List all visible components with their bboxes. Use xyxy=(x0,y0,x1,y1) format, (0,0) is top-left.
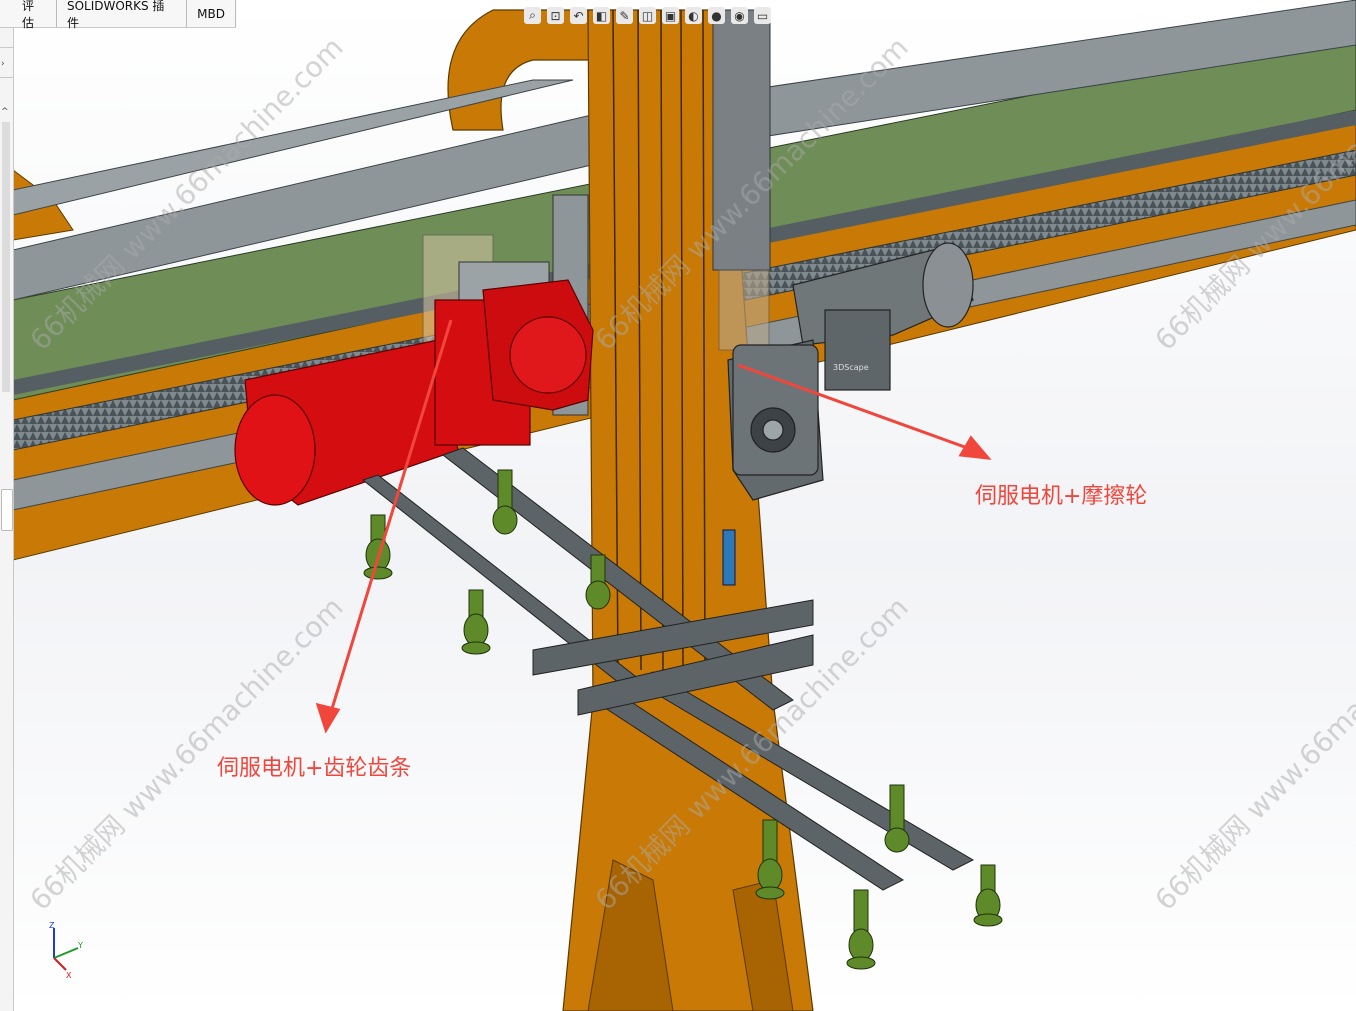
panel-scrollbar[interactable] xyxy=(2,122,10,392)
view-settings-icon[interactable]: ▭ xyxy=(754,7,771,24)
triad-x-label: X xyxy=(66,971,72,978)
apply-scene-icon[interactable]: ◉ xyxy=(731,7,748,24)
column-profile-lines xyxy=(612,9,706,671)
annotation-friction-wheel: 伺服电机+摩擦轮 xyxy=(975,484,1148,509)
triad-y-label: Y xyxy=(77,941,83,950)
carriage-plate xyxy=(712,9,771,271)
panel-divider xyxy=(0,47,13,48)
panel-divider xyxy=(0,77,13,78)
expand-arrow-icon[interactable]: › xyxy=(1,59,5,69)
hide-show-icon[interactable]: ◐ xyxy=(685,7,702,24)
cad-model-view: 3DScape xyxy=(13,0,1356,1011)
zoom-fit-icon[interactable]: ⌕ xyxy=(524,7,541,24)
scroll-up-icon[interactable]: ^ xyxy=(1,107,9,117)
servo-motor-friction xyxy=(727,242,974,501)
edit-appearance-icon[interactable]: ● xyxy=(708,7,725,24)
suction-frame-rails xyxy=(361,447,975,891)
triad-z-label: Z xyxy=(49,921,55,930)
servo-motor-gear xyxy=(234,279,594,506)
zoom-area-icon[interactable]: ⊡ xyxy=(547,7,564,24)
annotation-rack-pinion: 伺服电机+齿轮齿条 xyxy=(217,756,412,781)
annotation-arrows xyxy=(315,319,992,734)
command-manager-tabs: 评估 SOLIDWORKS 插件 MBD xyxy=(0,0,236,30)
display-style-icon[interactable]: ▣ xyxy=(662,7,679,24)
view-orientation-icon[interactable]: ◫ xyxy=(639,7,656,24)
feature-manager-collapsed-panel: › ^ xyxy=(0,27,14,1011)
tab-evaluate[interactable]: 评估 xyxy=(0,0,57,30)
model-label-text: 3DScape xyxy=(833,363,869,372)
heads-up-view-toolbar: ⌕ ⊡ ↶ ◧ ✎ ◫ ▣ ◐ ● ◉ ▭ xyxy=(524,7,771,24)
tab-mbd[interactable]: MBD xyxy=(187,0,236,27)
reference-triad: Z Y X xyxy=(40,918,90,980)
suction-cups xyxy=(363,469,1003,970)
dynamic-annotation-icon[interactable]: ✎ xyxy=(616,7,633,24)
section-view-icon[interactable]: ◧ xyxy=(593,7,610,24)
previous-view-icon[interactable]: ↶ xyxy=(570,7,587,24)
panel-splitter-handle[interactable] xyxy=(1,489,13,531)
tab-solidworks-addins[interactable]: SOLIDWORKS 插件 xyxy=(56,0,188,30)
graphics-area[interactable]: 3DScape xyxy=(13,0,1356,1011)
